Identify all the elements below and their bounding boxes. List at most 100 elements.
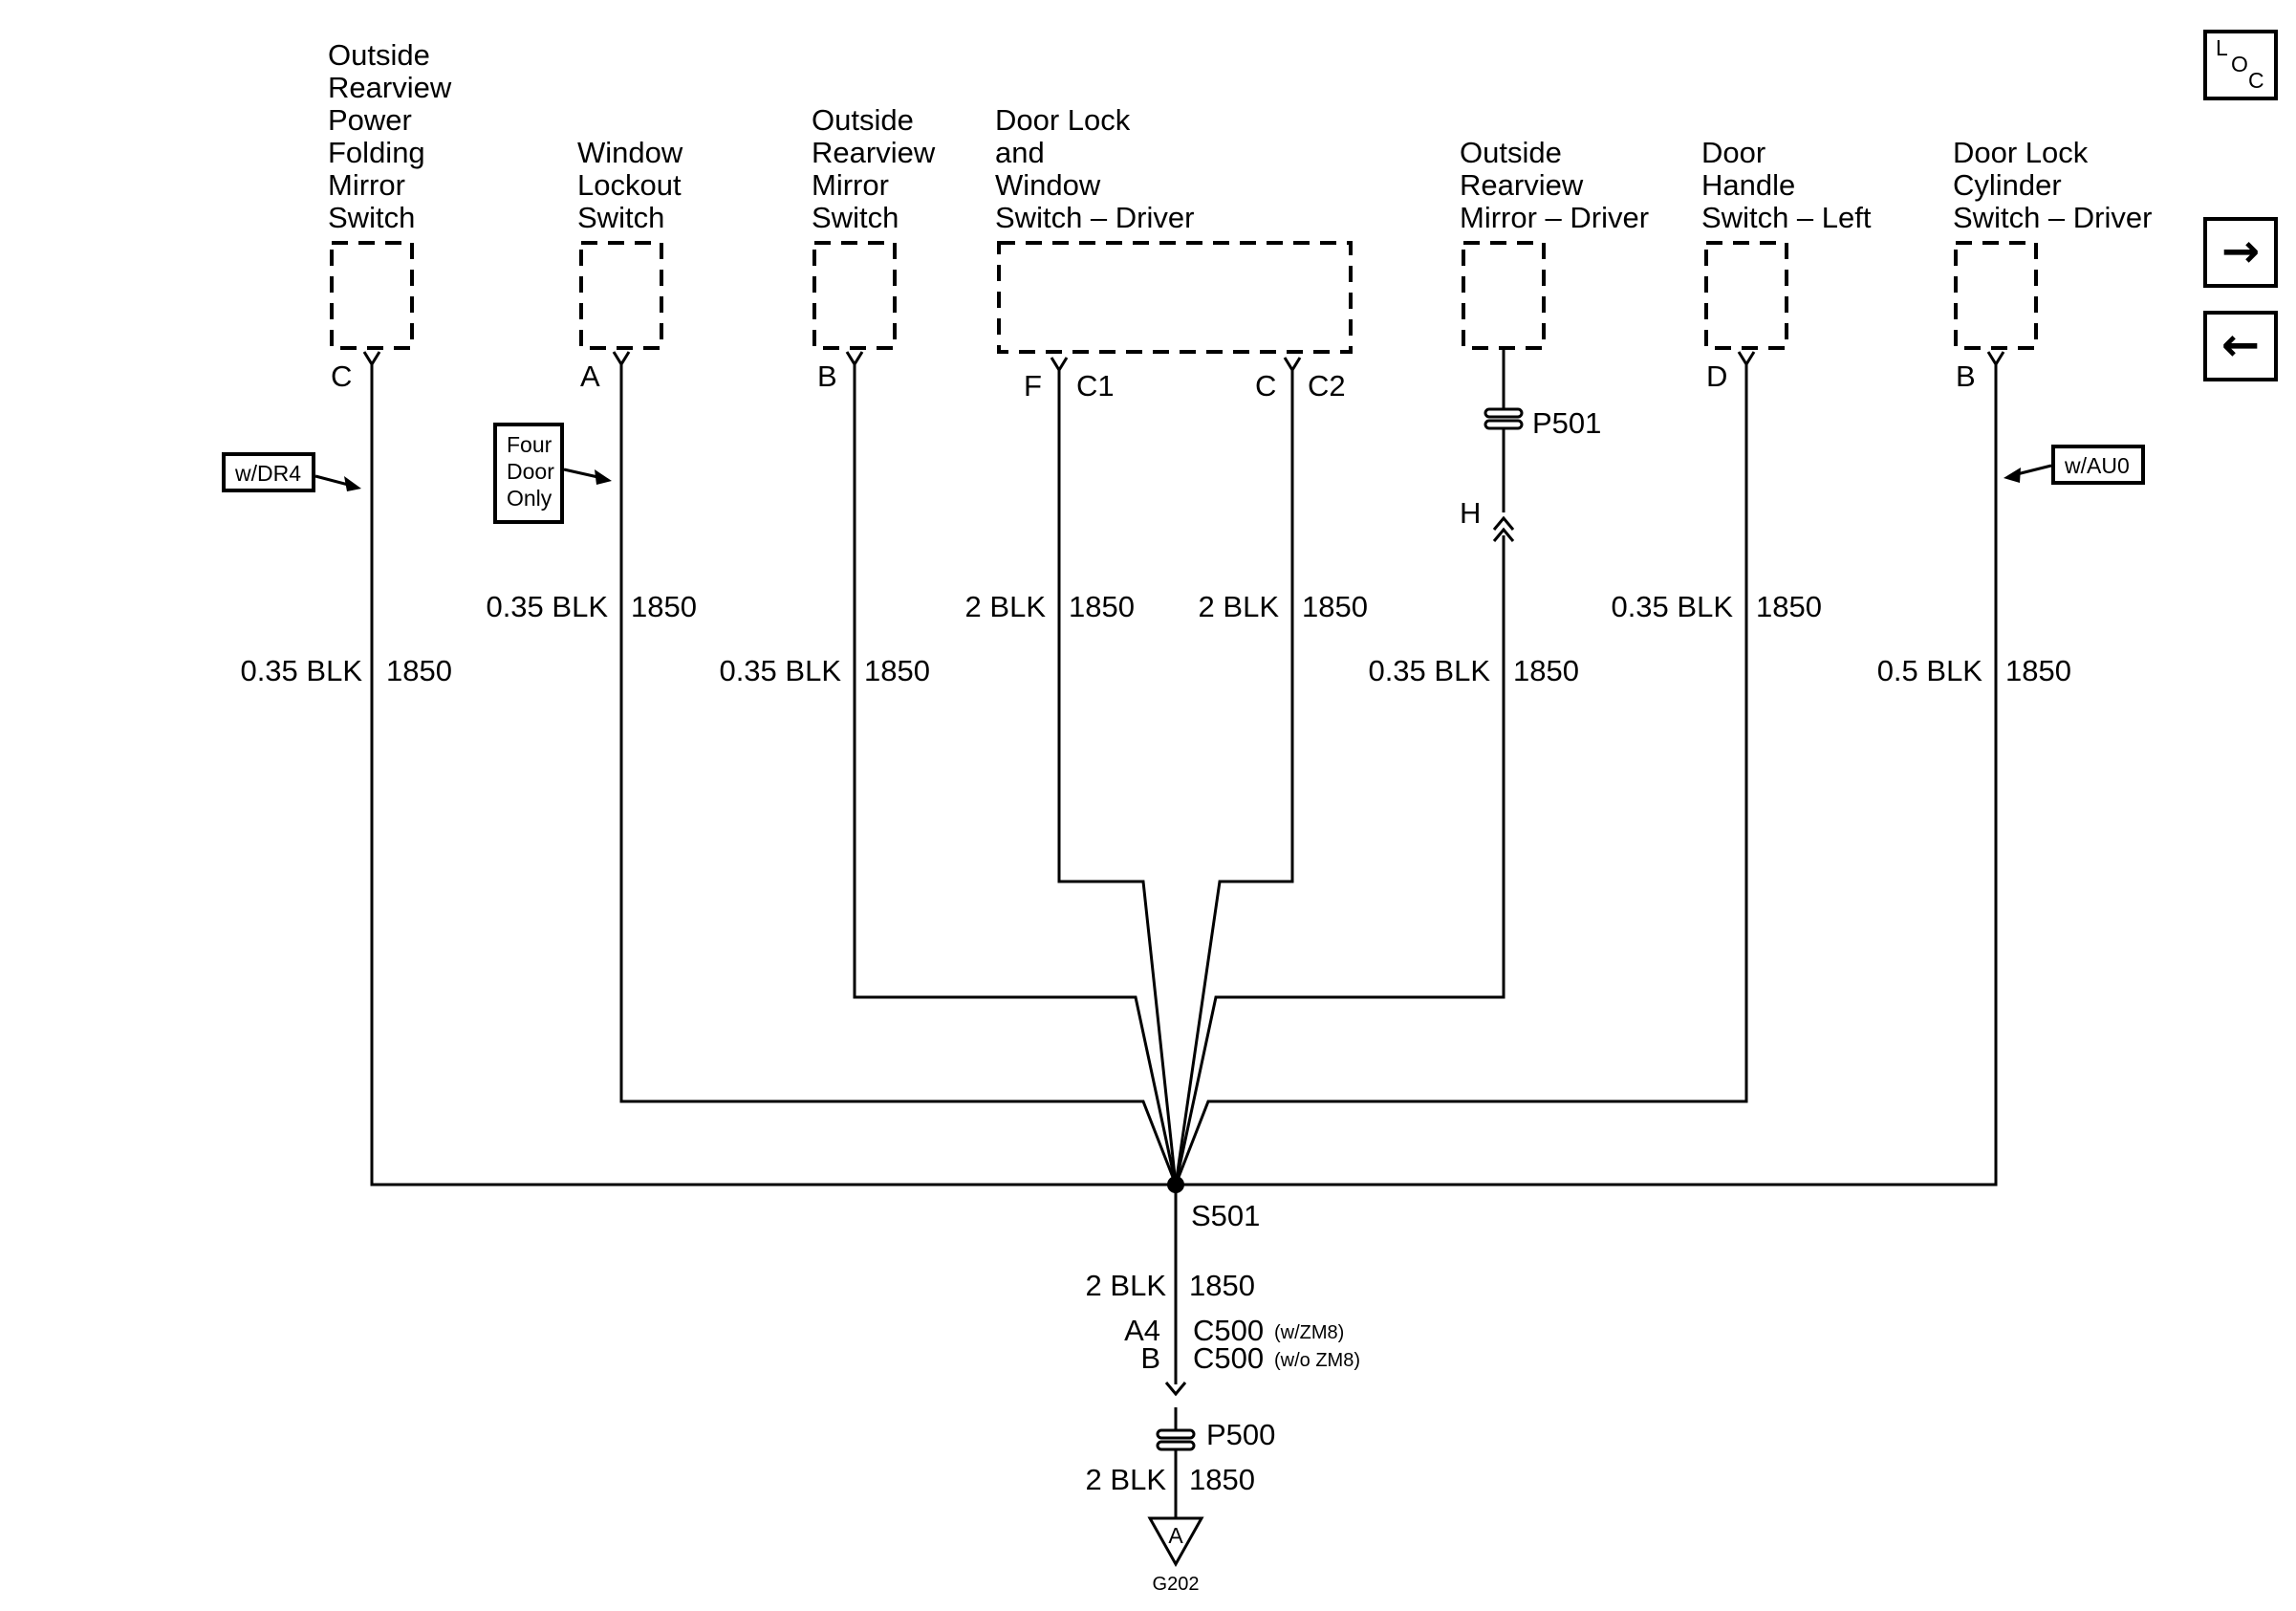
p500-label: P500 — [1206, 1418, 1275, 1451]
wire-circuit-label: 1850 — [386, 654, 452, 687]
wire-gauge-label: 2 BLK — [965, 590, 1047, 623]
svg-text:Outside: Outside — [812, 103, 914, 137]
pin-label: F — [1024, 369, 1042, 403]
svg-text:Switch – Driver: Switch – Driver — [1953, 201, 2152, 234]
svg-text:Mirror – Driver: Mirror – Driver — [1460, 201, 1649, 234]
svg-text:Window: Window — [577, 136, 683, 169]
wire-circuit-label: 1850 — [1302, 590, 1368, 623]
outside-mirror-driver-box — [1462, 241, 1546, 350]
wire-outside-mirror-driver — [1174, 535, 1505, 1186]
connector-label: C1 — [1076, 369, 1115, 403]
wire-circuit-label: 1850 — [864, 654, 930, 687]
wire-circuit-label: 1850 — [1189, 1269, 1255, 1302]
svg-text:L: L — [2216, 35, 2228, 60]
wire-circuit-label: 1850 — [1513, 654, 1579, 687]
splice-dot — [1167, 1176, 1184, 1193]
svg-text:Switch: Switch — [328, 201, 415, 234]
svg-text:Door: Door — [507, 459, 554, 484]
c500-connector — [1164, 1382, 1187, 1397]
wire-circuit-label: 1850 — [2005, 654, 2071, 687]
connector-label: C2 — [1308, 369, 1346, 403]
power-folding-mirror-switch-box — [330, 241, 414, 350]
c500-label-a: C500 — [1193, 1314, 1264, 1347]
svg-text:O: O — [2231, 52, 2248, 76]
wires — [370, 348, 1998, 1518]
wire-gauge-label: 0.35 BLK — [1611, 590, 1733, 623]
svg-text:Cylinder: Cylinder — [1953, 168, 2062, 202]
power-folding-mirror-switch-title: Outside Rearview Power Folding Mirror Sw… — [328, 38, 452, 234]
svg-text:w/AU0: w/AU0 — [2064, 453, 2130, 478]
option-four-door: Four Door Only — [493, 423, 612, 524]
wire-gauge-label: 2 BLK — [1086, 1463, 1167, 1496]
c500-label-b: C500 — [1193, 1341, 1264, 1375]
previous-page-button[interactable]: ← — [2203, 311, 2278, 381]
svg-text:Power: Power — [328, 103, 412, 137]
wire-gauge-label: 0.35 BLK — [240, 654, 362, 687]
door-lock-cylinder-switch-title: Door Lock Cylinder Switch – Driver — [1953, 136, 2152, 234]
c500-pin-b: B — [1140, 1341, 1160, 1375]
loc-button[interactable]: L O C — [2203, 30, 2278, 100]
svg-text:Folding: Folding — [328, 136, 425, 169]
wire-circuit-label: 1850 — [1189, 1463, 1255, 1496]
svg-text:Rearview: Rearview — [1460, 168, 1584, 202]
pin-connectors — [362, 351, 2005, 375]
wire-power-folding-mirror — [370, 369, 1176, 1186]
option-dr4: w/DR4 — [222, 452, 361, 492]
pin-label: B — [817, 359, 837, 393]
pin-label: C — [331, 359, 352, 393]
p501-label: P501 — [1532, 406, 1601, 440]
svg-text:Outside: Outside — [1460, 136, 1562, 169]
door-lock-window-switch-box — [997, 241, 1353, 354]
door-handle-switch-left-title: Door Handle Switch – Left — [1701, 136, 1872, 234]
wire-circuit-label: 1850 — [1756, 590, 1822, 623]
svg-text:Switch: Switch — [812, 201, 899, 234]
pin-h-label: H — [1460, 496, 1481, 530]
c500-note-b: (w/o ZM8) — [1274, 1350, 1360, 1371]
pin-label: C — [1255, 369, 1276, 403]
outside-mirror-switch-title: Outside Rearview Mirror Switch — [812, 103, 936, 234]
option-au0: w/AU0 — [2004, 445, 2145, 485]
svg-text:Four: Four — [507, 432, 552, 457]
svg-text:Only: Only — [507, 486, 552, 511]
svg-text:Switch – Driver: Switch – Driver — [995, 201, 1194, 234]
wire-outside-mirror-switch — [853, 369, 1178, 1186]
wire-gauge-label: 0.35 BLK — [719, 654, 841, 687]
svg-text:A: A — [1168, 1523, 1183, 1548]
arrow-right-icon: → — [2221, 225, 2260, 278]
svg-text:Door Lock: Door Lock — [1953, 136, 2089, 169]
svg-text:Rearview: Rearview — [328, 71, 452, 104]
window-lockout-switch-box — [579, 241, 663, 350]
wire-gauge-label: 0.5 BLK — [1877, 654, 1983, 687]
pin-h-connector — [1492, 515, 1515, 542]
ground-label: G202 — [1153, 1574, 1200, 1595]
svg-text:Handle: Handle — [1701, 168, 1795, 202]
wire-gauge-label: 2 BLK — [1086, 1269, 1167, 1302]
wire-door-lock-c2 — [1174, 375, 1294, 1186]
next-page-button[interactable]: → — [2203, 217, 2278, 288]
wire-circuit-label: 1850 — [1069, 590, 1135, 623]
svg-text:Outside: Outside — [328, 38, 430, 72]
pin-label: D — [1706, 359, 1727, 393]
svg-text:Window: Window — [995, 168, 1101, 202]
door-lock-window-switch-title: Door Lock and Window Switch – Driver — [995, 103, 1194, 234]
pin-label: A — [580, 359, 600, 393]
svg-text:Mirror: Mirror — [328, 168, 405, 202]
splice-label: S501 — [1191, 1199, 1260, 1232]
svg-text:C: C — [2248, 68, 2264, 93]
svg-text:Switch – Left: Switch – Left — [1701, 201, 1872, 234]
svg-text:w/DR4: w/DR4 — [234, 461, 301, 486]
arrow-left-icon: ← — [2221, 318, 2260, 372]
door-handle-switch-left-box — [1704, 241, 1788, 350]
p501-connector — [1484, 407, 1524, 430]
wire-window-lockout — [619, 369, 1178, 1186]
wire-circuit-label: 1850 — [631, 590, 697, 623]
p500-connector — [1156, 1428, 1196, 1451]
door-lock-cylinder-switch-box — [1954, 241, 2038, 350]
outside-mirror-driver-title: Outside Rearview Mirror – Driver — [1460, 136, 1649, 234]
window-lockout-switch-title: Window Lockout Switch — [577, 136, 683, 234]
pin-label: B — [1956, 359, 1976, 393]
wire-door-lock-cylinder — [1176, 369, 1998, 1186]
c500-pin-a: A4 — [1124, 1314, 1160, 1347]
svg-text:and: and — [995, 136, 1045, 169]
svg-text:Door: Door — [1701, 136, 1765, 169]
